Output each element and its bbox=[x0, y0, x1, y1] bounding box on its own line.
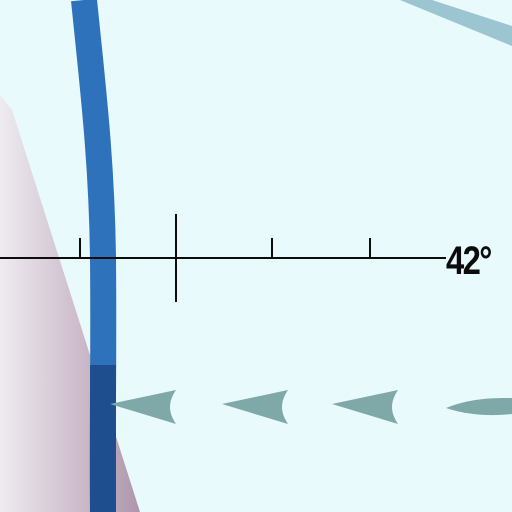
blue-route-overlap bbox=[90, 365, 116, 512]
mauve-band bbox=[0, 95, 140, 512]
light-blue-band bbox=[400, 0, 512, 46]
current-arrow bbox=[110, 390, 176, 424]
latitude-graticule-line bbox=[0, 214, 446, 302]
current-arrows bbox=[110, 390, 512, 424]
current-arrow bbox=[332, 390, 398, 424]
latitude-label: 42° bbox=[446, 239, 492, 283]
current-arrow bbox=[446, 398, 512, 416]
current-arrow bbox=[222, 390, 288, 424]
